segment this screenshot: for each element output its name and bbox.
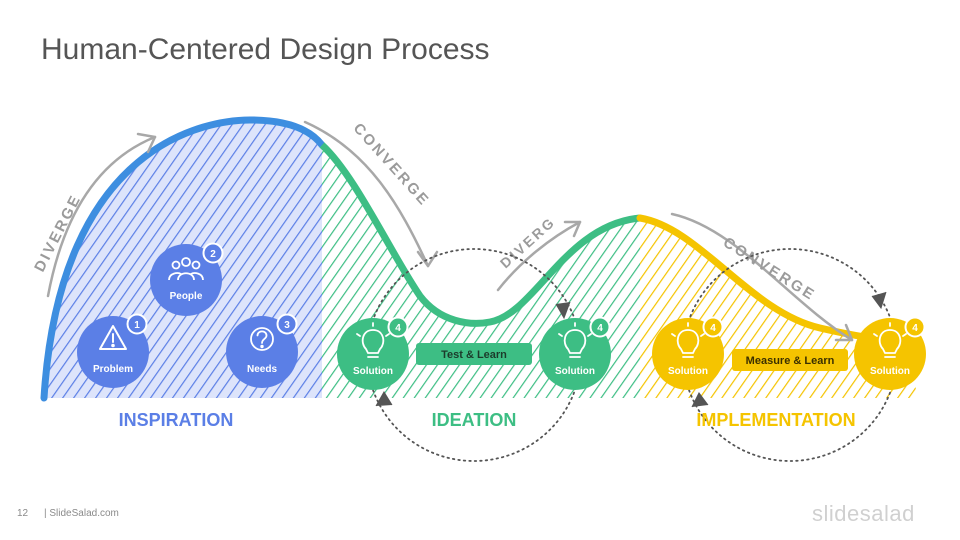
- page-number: 12: [17, 508, 29, 519]
- solution-ideation-left-node: Solution 4: [337, 316, 409, 390]
- svg-text:People: People: [170, 291, 203, 302]
- svg-text:Problem: Problem: [93, 364, 133, 375]
- people-node: People 2: [150, 242, 224, 316]
- needs-node: Needs 3: [226, 313, 298, 388]
- svg-text:4: 4: [912, 323, 918, 334]
- svg-text:Solution: Solution: [353, 366, 393, 377]
- people-icon: [168, 257, 204, 281]
- svg-text:Needs: Needs: [247, 364, 277, 375]
- svg-text:Solution: Solution: [555, 366, 595, 377]
- question-icon: [250, 327, 274, 351]
- diverge-arrow-1: [46, 132, 157, 298]
- phase-label-implementation: IMPLEMENTATION: [696, 410, 855, 430]
- needs-badge: 3: [284, 320, 290, 331]
- solution-impl-right-node: Solution 4: [854, 316, 926, 390]
- converge-arrow-1: [303, 120, 439, 268]
- svg-text:Test & Learn: Test & Learn: [441, 349, 507, 361]
- svg-text:4: 4: [597, 323, 603, 334]
- people-badge: 2: [210, 249, 216, 260]
- problem-node: Problem 1: [77, 313, 149, 388]
- ideation-curve: [319, 142, 641, 327]
- page-title: Human-Centered Design Process: [41, 33, 490, 66]
- lightbulb-icon: [671, 322, 705, 358]
- diverge-arrow-2: [496, 220, 582, 292]
- measure-learn-bar: Measure & Learn: [732, 349, 848, 371]
- inspiration-curve: [40, 116, 326, 402]
- solution-impl-left-node: Solution 4: [652, 316, 724, 390]
- lightbulb-icon: [558, 322, 592, 358]
- test-learn-bar: Test & Learn: [416, 343, 532, 365]
- svg-text:Solution: Solution: [668, 366, 708, 377]
- converge-arrow-2: [670, 212, 854, 342]
- solution-ideation-right-node: Solution 4: [539, 316, 611, 390]
- brand-logo: slidesalad: [812, 501, 915, 526]
- problem-badge: 1: [134, 320, 140, 331]
- phase-label-ideation: IDEATION: [432, 410, 517, 430]
- svg-text:4: 4: [395, 323, 401, 334]
- svg-text:Solution: Solution: [870, 366, 910, 377]
- svg-text:4: 4: [710, 323, 716, 334]
- svg-text:Measure & Learn: Measure & Learn: [746, 355, 835, 367]
- lightbulb-icon: [873, 322, 907, 358]
- phase-label-inspiration: INSPIRATION: [119, 410, 234, 430]
- lightbulb-icon: [356, 322, 390, 358]
- warning-icon: [99, 325, 127, 350]
- footer-site: | SlideSalad.com: [44, 508, 119, 519]
